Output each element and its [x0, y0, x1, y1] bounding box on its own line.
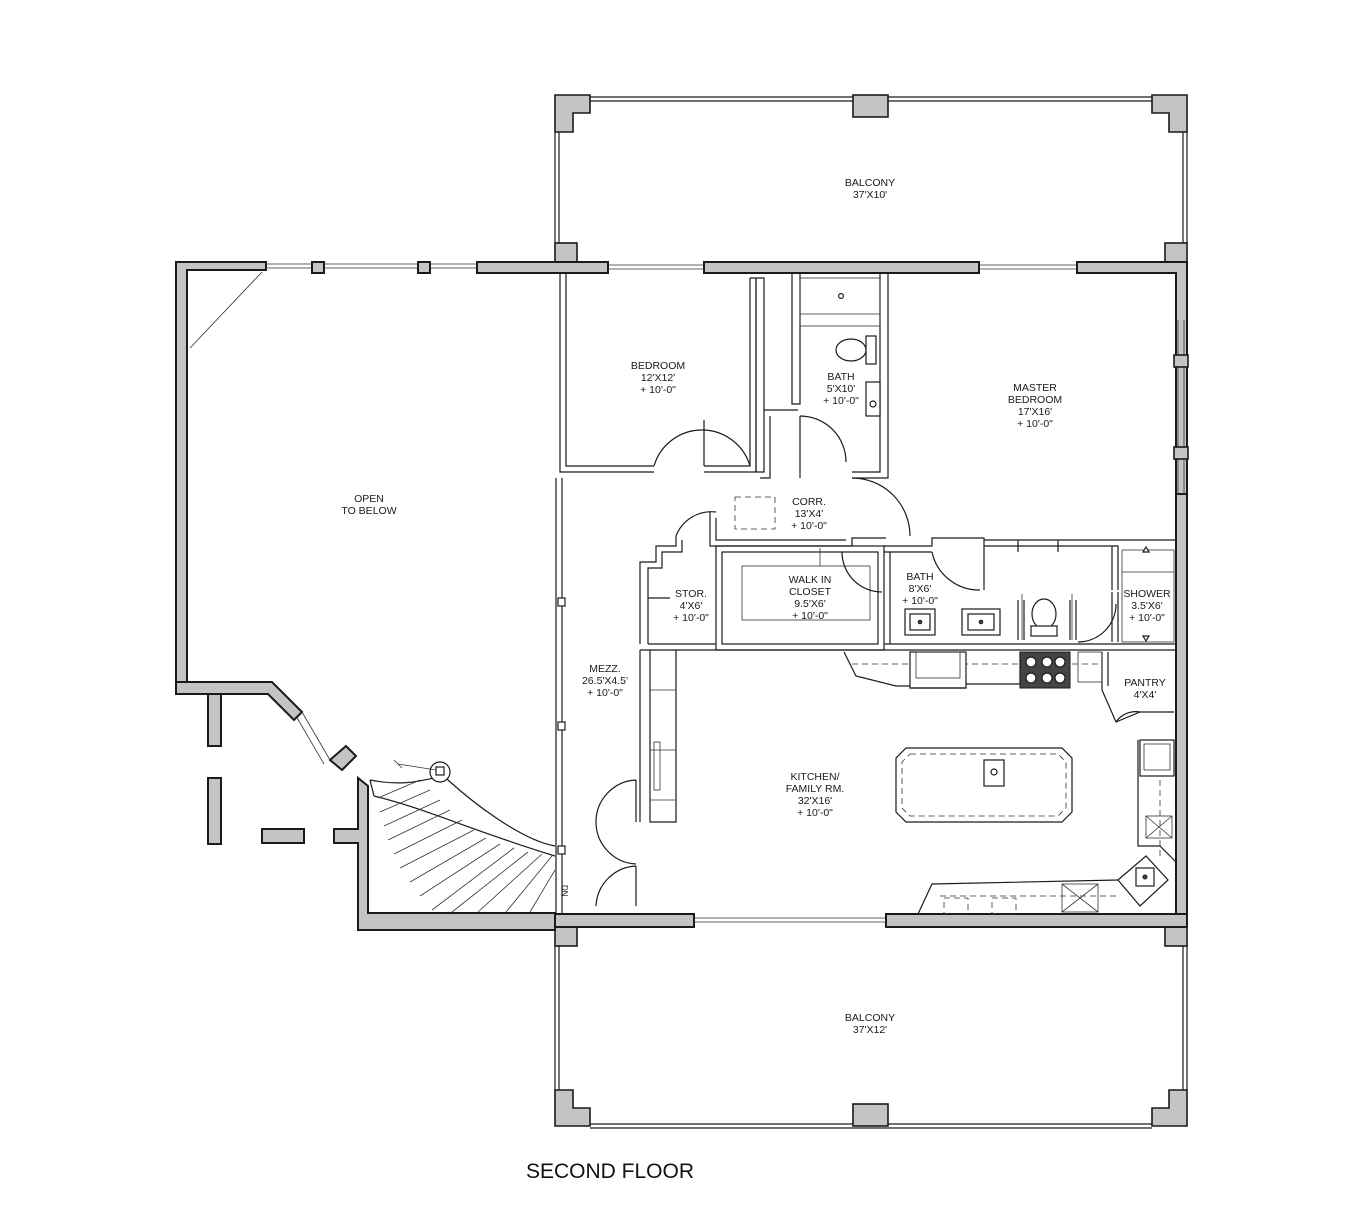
toilet-icon — [1030, 598, 1058, 637]
master-bedroom-size: 17'X16' — [1018, 406, 1052, 418]
mezzanine-size: 26.5'X4.5' — [582, 675, 628, 687]
storage-name: STOR. — [675, 588, 707, 600]
master-bedroom-line2: BEDROOM — [1008, 394, 1062, 406]
bath-master-size: 8'X6' — [909, 583, 932, 595]
balcony-post — [554, 925, 578, 947]
open-to-below-line1: OPEN — [354, 493, 384, 505]
walk-in-closet-size: 9.5'X6' — [794, 598, 825, 610]
room-labels: BALCONY 37'X10' OPEN TO BELOW BEDROOM 12… — [341, 177, 1171, 1036]
walk-in-closet-line2: CLOSET — [789, 586, 832, 598]
shower-name: SHOWER — [1123, 588, 1171, 600]
corridor-size: 13'X4' — [795, 508, 824, 520]
walk-in-closet-line1: WALK IN — [789, 574, 832, 586]
storage-size: 4'X6' — [680, 600, 703, 612]
shower-size: 3.5'X6' — [1131, 600, 1162, 612]
sink-icon — [904, 608, 936, 636]
balcony-post — [1164, 925, 1188, 947]
balcony-post — [852, 94, 889, 118]
sink-icon — [1117, 855, 1169, 907]
kitchen-island — [895, 747, 1073, 823]
refrigerator-icon — [909, 651, 967, 689]
bedroom-height: + 10'-0" — [640, 384, 676, 396]
balcony-top-name: BALCONY — [845, 177, 895, 189]
bath-small-name: BATH — [827, 371, 854, 383]
bedroom-name: BEDROOM — [631, 360, 685, 372]
balcony-corner-post — [1151, 1089, 1188, 1127]
mezzanine-height: + 10'-0" — [587, 687, 623, 699]
open-to-below-line2: TO BELOW — [341, 505, 396, 517]
attic-hatch — [734, 496, 776, 530]
balcony-corner-post — [1151, 94, 1188, 133]
master-bedroom-height: + 10'-0" — [1017, 418, 1053, 430]
bath-master-name: BATH — [906, 571, 933, 583]
balcony-post — [852, 1103, 889, 1127]
corridor-height: + 10'-0" — [791, 520, 827, 532]
drawing-title: SECOND FLOOR — [526, 1160, 694, 1183]
pantry-name: PANTRY — [1124, 677, 1166, 689]
bath-small-size: 5'X10' — [827, 383, 856, 395]
toilet-icon — [835, 335, 877, 365]
kitchen-line1: KITCHEN/ — [790, 771, 839, 783]
balcony-top-size: 37'X10' — [853, 189, 887, 201]
spiral-stair: DN — [369, 759, 569, 913]
door-swings — [595, 415, 1141, 907]
kitchen-size: 32'X16' — [798, 795, 832, 807]
corridor-name: CORR. — [792, 496, 826, 508]
bath-small-height: + 10'-0" — [823, 395, 859, 407]
kitchen-line2: FAMILY RM. — [786, 783, 845, 795]
bedroom-size: 12'X12' — [641, 372, 675, 384]
balcony-post — [1164, 242, 1188, 264]
sink-icon — [961, 608, 1001, 636]
top-balcony — [554, 94, 1188, 264]
sink-icon — [865, 381, 881, 417]
pantry-size: 4'X4' — [1134, 689, 1157, 701]
mezzanine-name: MEZZ. — [589, 663, 621, 675]
walk-in-closet-height: + 10'-0" — [792, 610, 828, 622]
balcony-bottom-size: 37'X12' — [853, 1024, 887, 1036]
balcony-post — [554, 242, 578, 264]
master-bedroom-line1: MASTER — [1013, 382, 1057, 394]
shower-height: + 10'-0" — [1129, 612, 1165, 624]
interior-walls — [555, 273, 1176, 914]
fixtures — [835, 335, 1177, 915]
balcony-corner-post — [554, 1089, 591, 1127]
stair-down-label: DN — [560, 885, 569, 897]
balcony-corner-post — [554, 94, 591, 133]
stove-icon — [1019, 651, 1071, 689]
exterior-walls — [175, 261, 1189, 931]
kitchen-height: + 10'-0" — [797, 807, 833, 819]
storage-height: + 10'-0" — [673, 612, 709, 624]
bath-master-height: + 10'-0" — [902, 595, 938, 607]
balcony-bottom-name: BALCONY — [845, 1012, 895, 1024]
